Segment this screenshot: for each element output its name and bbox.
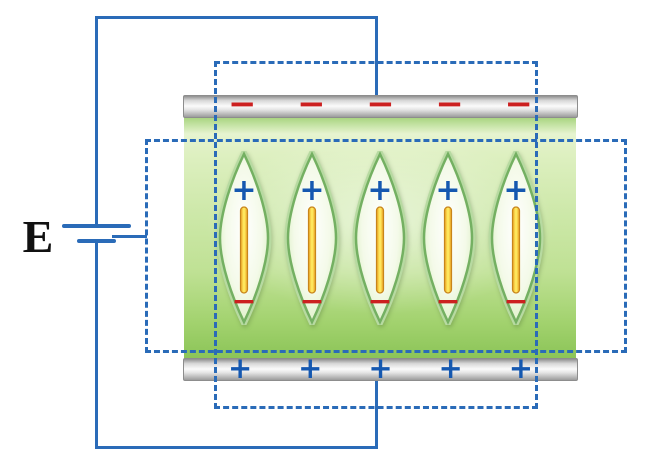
nanorod [443, 206, 453, 294]
vesicle-plus-charge: + [231, 173, 256, 208]
electrode-minus-symbol: − [297, 84, 326, 124]
nanorod [239, 206, 249, 294]
vesicle-cell: + − [352, 151, 408, 325]
vesicle-cell: + − [284, 151, 340, 325]
wire-to-top-electrode [375, 16, 378, 98]
vesicle-minus-charge: − [231, 284, 256, 319]
vesicle-minus-charge: − [299, 284, 324, 319]
electrode-minus-symbol: − [504, 84, 534, 124]
vesicle-minus-charge: − [367, 284, 392, 319]
nanorod [307, 206, 317, 294]
vesicle-plus-charge: + [299, 173, 324, 208]
electrode-plus-symbol: + [298, 351, 323, 385]
dashed-region-horizontal [145, 139, 627, 353]
vesicle-minus-charge: − [503, 284, 528, 319]
wire-to-bottom-electrode [375, 380, 378, 449]
electrode-plus-symbol: + [438, 351, 463, 385]
electrode-minus-symbol: − [366, 84, 395, 124]
vesicle-minus-charge: − [435, 284, 460, 319]
electrode-plus-symbol: + [508, 351, 533, 385]
battery-plate-long [62, 224, 131, 228]
wire-bottom-horizontal [95, 446, 378, 449]
nanorod [511, 206, 521, 294]
wire-top-horizontal [95, 16, 378, 19]
vesicle-plus-charge: + [435, 173, 460, 208]
electrode-minus-symbol: − [435, 84, 464, 124]
nanorod [375, 206, 385, 294]
electrode-plus-symbol: + [228, 351, 253, 385]
vesicle-cell: + − [216, 151, 272, 325]
wire-battery-link [112, 235, 147, 238]
wire-left-upper [95, 16, 98, 228]
dashed-region-vertical [214, 61, 538, 409]
wire-left-lower [95, 243, 98, 449]
bottom-electrode: + + + + + [183, 351, 578, 385]
vesicle-cell: + − [420, 151, 476, 325]
electrode-minus-symbol: − [228, 84, 257, 124]
battery-plate-short [77, 239, 116, 243]
field-label-E: E [22, 211, 54, 262]
vesicle-plus-charge: + [503, 173, 528, 208]
vesicle-row: + − + − + − + − + − [184, 117, 576, 359]
electrode-plus-symbol: + [368, 351, 393, 385]
vesicle-plus-charge: + [367, 173, 392, 208]
top-electrode: − − − − − [183, 84, 578, 124]
